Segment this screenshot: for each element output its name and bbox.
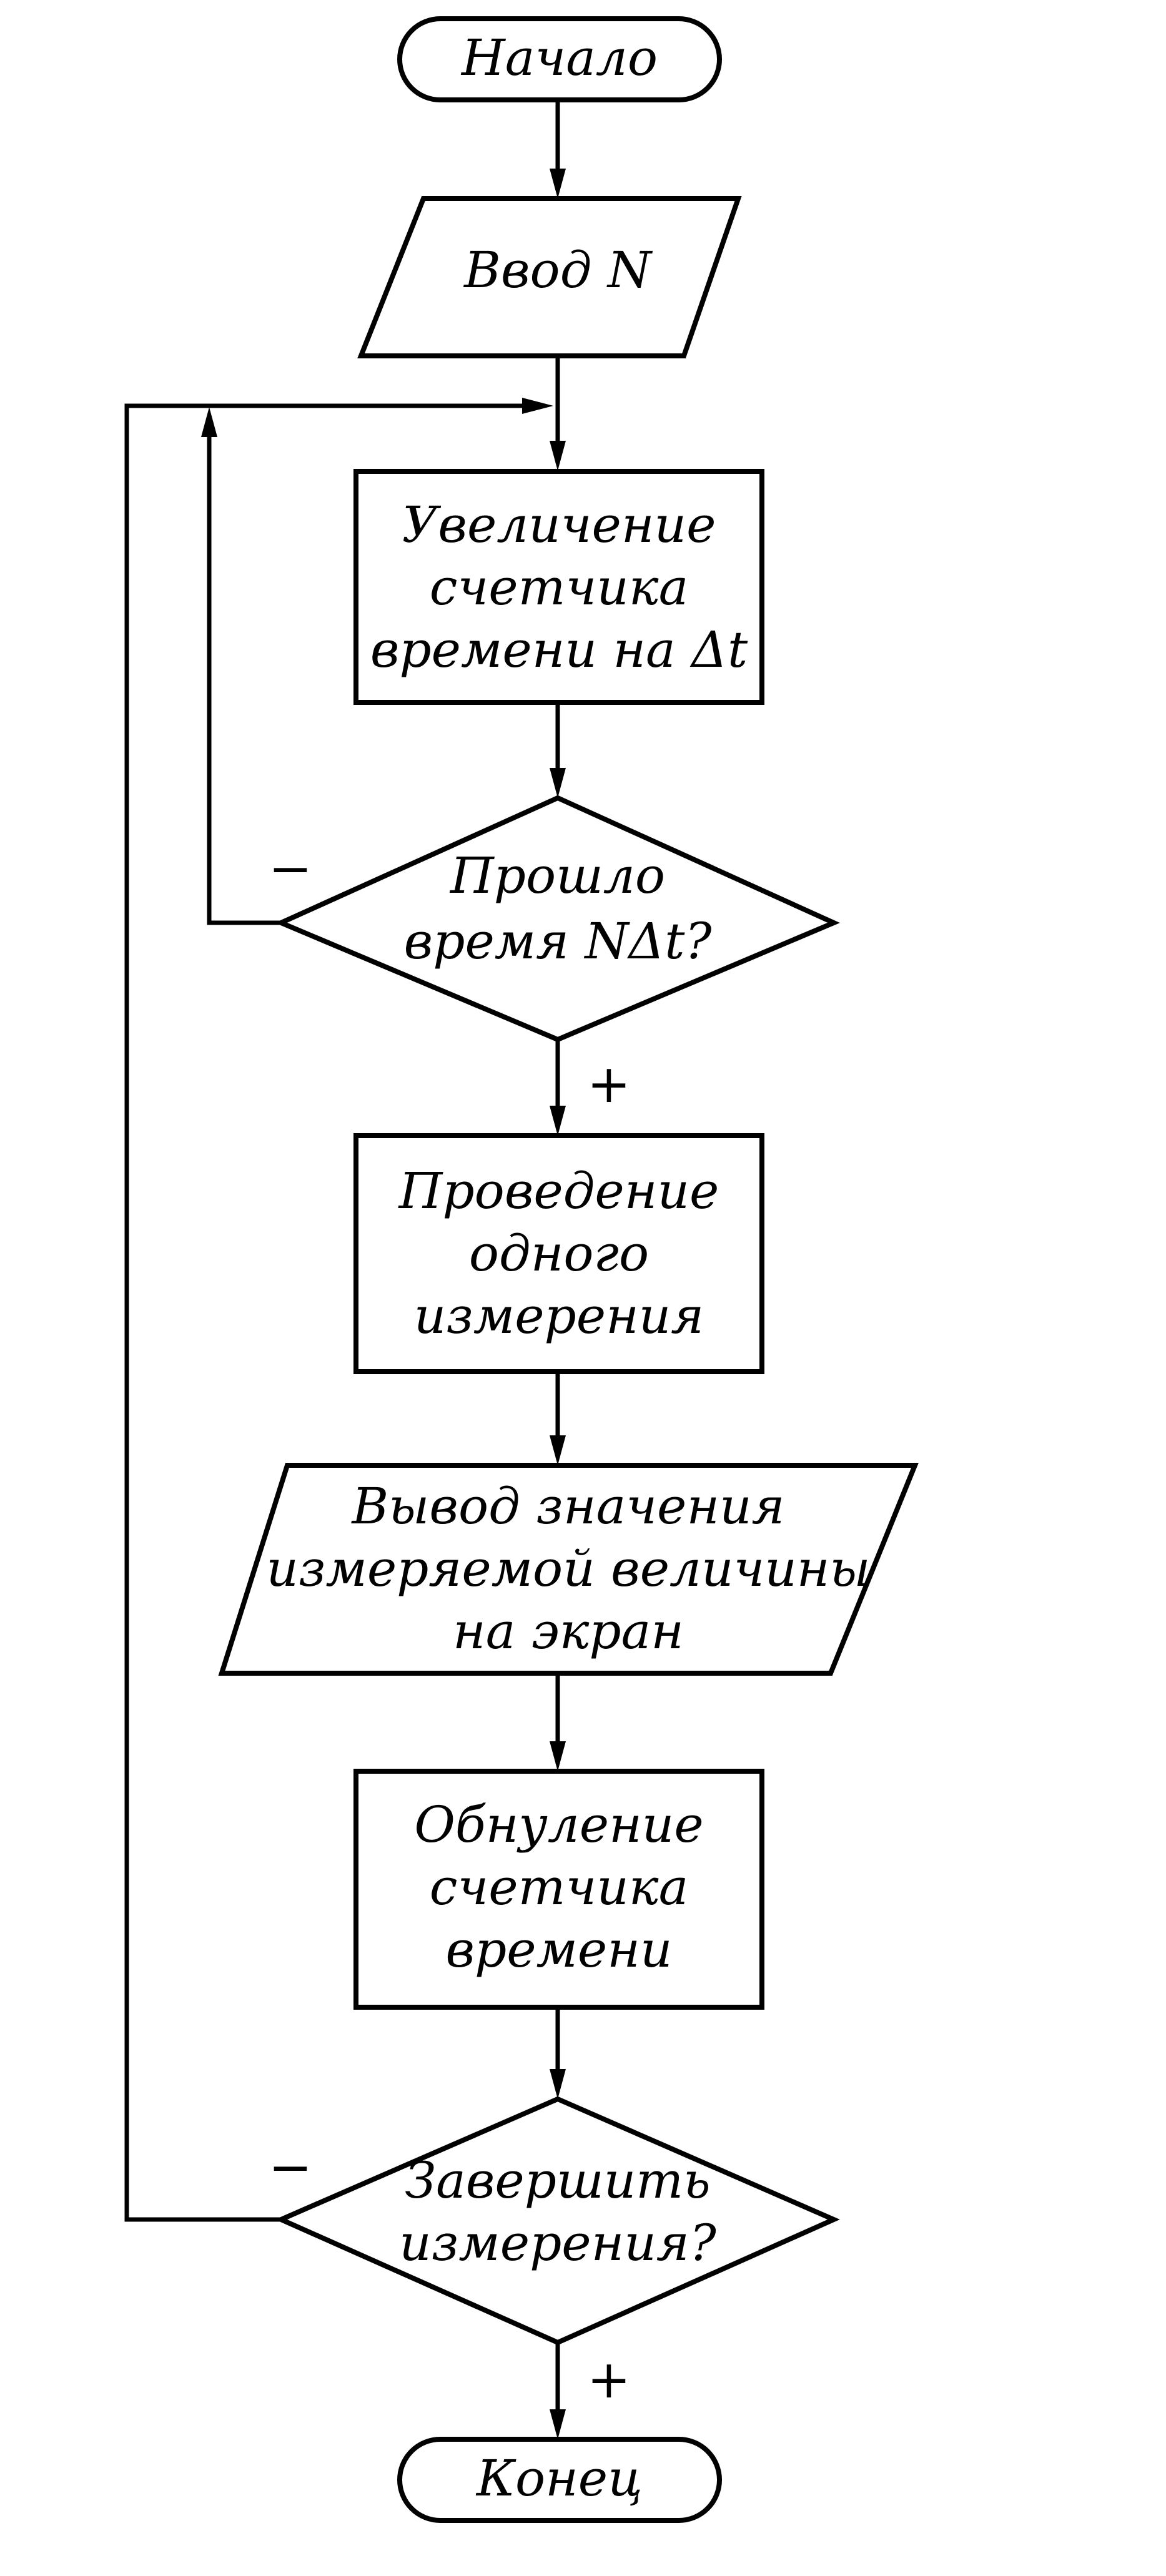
start-label: Начало xyxy=(460,29,658,87)
flowchart-arrowheads xyxy=(201,169,566,2439)
check-finish-line-2: измерения? xyxy=(399,2214,717,2272)
node-output-value: Вывод значения измеряемой величины на эк… xyxy=(218,1463,919,1676)
output-value-line-3: на экран xyxy=(453,1602,684,1660)
arrowhead-into-end xyxy=(550,2409,566,2439)
arrowhead-into-reset xyxy=(550,1741,566,1771)
edge-check-finish-no-loop xyxy=(124,403,531,2222)
end-label: Конец xyxy=(475,2449,643,2507)
start-terminator-shape xyxy=(397,16,722,102)
flowchart-edges xyxy=(124,100,560,2432)
node-increment-timer: Увеличение счетчика времени на Δt xyxy=(353,469,764,705)
increment-timer-line-2: счетчика xyxy=(430,558,689,616)
output-value-line-1: Вывод значения xyxy=(350,1477,784,1535)
arrowhead-into-output xyxy=(550,1435,566,1465)
edge-check-elapsed-no-loop xyxy=(207,415,281,925)
end-terminator-shape xyxy=(397,2437,722,2523)
check-finish-yes-label: + xyxy=(587,2349,631,2410)
arrowhead-elapsed-loop-up xyxy=(201,407,217,437)
arrowhead-into-input xyxy=(550,169,566,199)
check-finish-line-1: Завершить xyxy=(405,2151,710,2210)
input-n-label: Ввод N xyxy=(463,241,653,299)
input-n-shape xyxy=(357,196,742,358)
arrowhead-into-check-elapsed xyxy=(550,768,566,798)
check-finish-shape xyxy=(275,2096,840,2346)
node-check-finish: Завершить измерения? − + xyxy=(269,2096,840,2410)
reset-timer-line-2: счетчика xyxy=(430,1858,689,1916)
node-check-elapsed: Прошло время NΔt? − + xyxy=(269,795,840,1114)
check-elapsed-yes-label: + xyxy=(587,1053,631,1114)
node-reset-timer: Обнуление счетчика времени xyxy=(353,1769,764,2010)
reset-timer-shape xyxy=(353,1769,764,2010)
output-value-line-2: измеряемой величины xyxy=(266,1540,870,1598)
node-end: Конец xyxy=(397,2437,722,2523)
increment-timer-shape xyxy=(353,469,764,705)
measure-line-3: измерения xyxy=(414,1287,704,1345)
check-elapsed-shape xyxy=(275,795,840,1043)
check-elapsed-line-1: Прошло xyxy=(449,847,665,905)
reset-timer-line-3: времени xyxy=(445,1920,672,1979)
node-start: Начало xyxy=(397,16,722,102)
node-measure: Проведение одного измерения xyxy=(353,1133,764,1374)
increment-timer-line-3: времени на Δt xyxy=(370,621,748,679)
measure-shape xyxy=(353,1133,764,1374)
check-elapsed-no-label: − xyxy=(269,838,312,899)
arrowhead-into-measure xyxy=(550,1106,566,1136)
arrowhead-into-increment xyxy=(550,441,566,471)
arrowhead-finish-loop-right xyxy=(522,398,553,414)
measure-line-1: Проведение xyxy=(398,1162,719,1220)
node-input-n: Ввод N xyxy=(357,196,742,358)
measure-line-2: одного xyxy=(469,1224,649,1282)
output-value-shape xyxy=(218,1463,919,1676)
increment-timer-line-1: Увеличение xyxy=(402,496,716,554)
arrowhead-into-check-finish xyxy=(550,2069,566,2099)
check-finish-no-label: − xyxy=(269,2136,312,2198)
reset-timer-line-1: Обнуление xyxy=(414,1796,703,1854)
check-elapsed-line-2: время NΔt? xyxy=(404,912,713,970)
